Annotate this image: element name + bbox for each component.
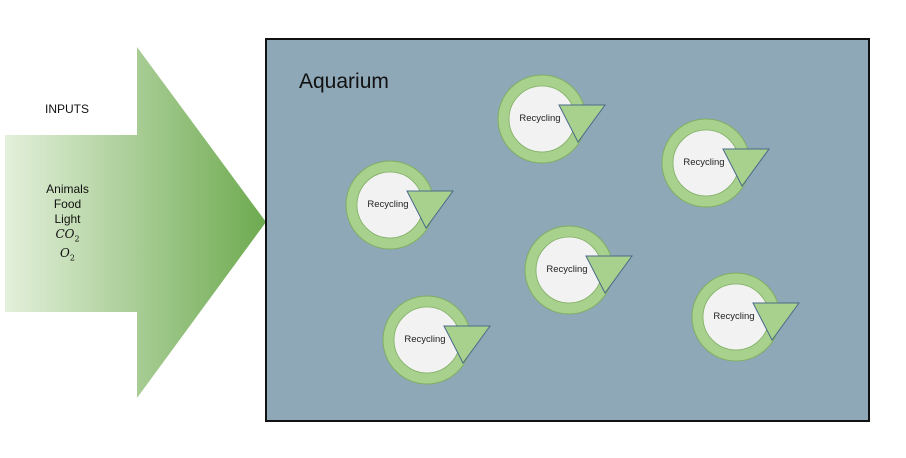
recycling-cycle — [661, 118, 770, 208]
recycling-cycle — [382, 295, 491, 385]
input-item-o2: O2 — [60, 246, 75, 263]
cycle-arrowhead — [722, 148, 770, 187]
recycling-cycles — [345, 74, 800, 385]
input-item-food: Food — [53, 197, 82, 211]
input-item-animals: Animals — [46, 182, 89, 196]
inputs-arrow — [5, 47, 266, 398]
recycling-cycle — [497, 74, 606, 164]
recycling-label: Recycling — [367, 199, 409, 210]
cycle-arrowhead — [752, 302, 800, 341]
recycling-label: Recycling — [713, 311, 755, 322]
cycle-arrowhead — [443, 325, 491, 364]
input-item-light: Light — [54, 212, 81, 226]
inputs-list: Animals Food Light CO2 O2 — [10, 182, 125, 266]
cycle-arrowhead — [558, 104, 606, 143]
inputs-title: INPUTS — [44, 102, 89, 116]
recycling-label: Recycling — [683, 157, 725, 168]
recycling-label: Recycling — [546, 264, 588, 275]
recycling-cycle — [691, 272, 800, 362]
input-item-co2: CO2 — [55, 227, 80, 244]
cycle-arrowhead — [585, 255, 633, 294]
aquarium-label: Aquarium — [299, 70, 389, 93]
recycling-cycle — [524, 225, 633, 315]
recycling-label: Recycling — [519, 113, 561, 124]
cycle-arrowhead — [406, 190, 454, 229]
recycling-cycle — [345, 160, 454, 250]
recycling-label: Recycling — [404, 334, 446, 345]
